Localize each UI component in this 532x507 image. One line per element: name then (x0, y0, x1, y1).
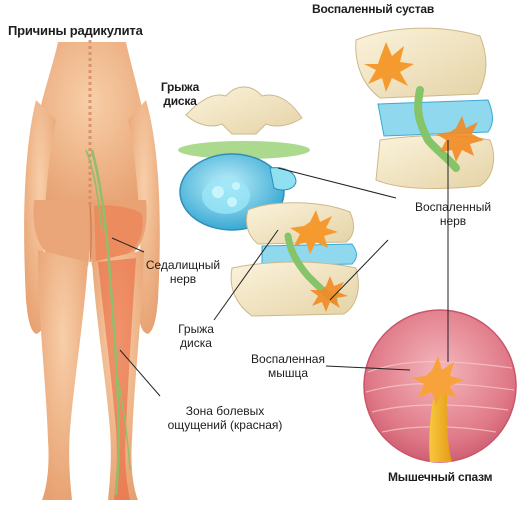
muscle-spasm-closeup (363, 309, 517, 463)
inflamed-nerve-line2: нерв (439, 214, 467, 228)
inflamed-muscle-label: Воспаленная мышца (240, 352, 336, 380)
sciatic-nerve-line1: Седалищный (145, 258, 221, 272)
diagram-title: Причины радикулита (8, 23, 143, 38)
disc-hernia-top-line1: Грыжа (160, 80, 200, 94)
pain-zone-line2: ощущений (красная) (167, 418, 283, 432)
inflamed-joint-illustration (355, 27, 495, 189)
inflamed-muscle-line1: Воспаленная (251, 352, 325, 366)
sciatic-nerve-line2: нерв (169, 272, 197, 286)
disc-hernia-top-label: Грыжа диска (152, 80, 208, 108)
inflamed-nerve-label: Воспаленный нерв (398, 200, 508, 228)
human-body (24, 40, 160, 500)
disc-hernia-bottom-label: Грыжа диска (168, 322, 224, 350)
muscle-spasm-label: Мышечный спазм (388, 470, 493, 484)
disc-hernia-bottom-line2: диска (180, 336, 212, 350)
pain-zone-label: Зона болевых ощущений (красная) (150, 404, 300, 432)
inflamed-nerve-line1: Воспаленный (414, 200, 492, 214)
inflamed-joint-label: Воспаленный сустав (312, 2, 435, 16)
disc-hernia-top-line2: диска (163, 94, 197, 108)
sciatic-nerve-label: Седалищный нерв (140, 258, 226, 286)
inflamed-muscle-line2: мышца (267, 366, 309, 380)
disc-hernia-bottom-line1: Грыжа (178, 322, 214, 336)
pain-zone-line1: Зона болевых (185, 404, 265, 418)
leader-lines (111, 140, 449, 397)
spine-segment-with-hernia (230, 202, 359, 317)
